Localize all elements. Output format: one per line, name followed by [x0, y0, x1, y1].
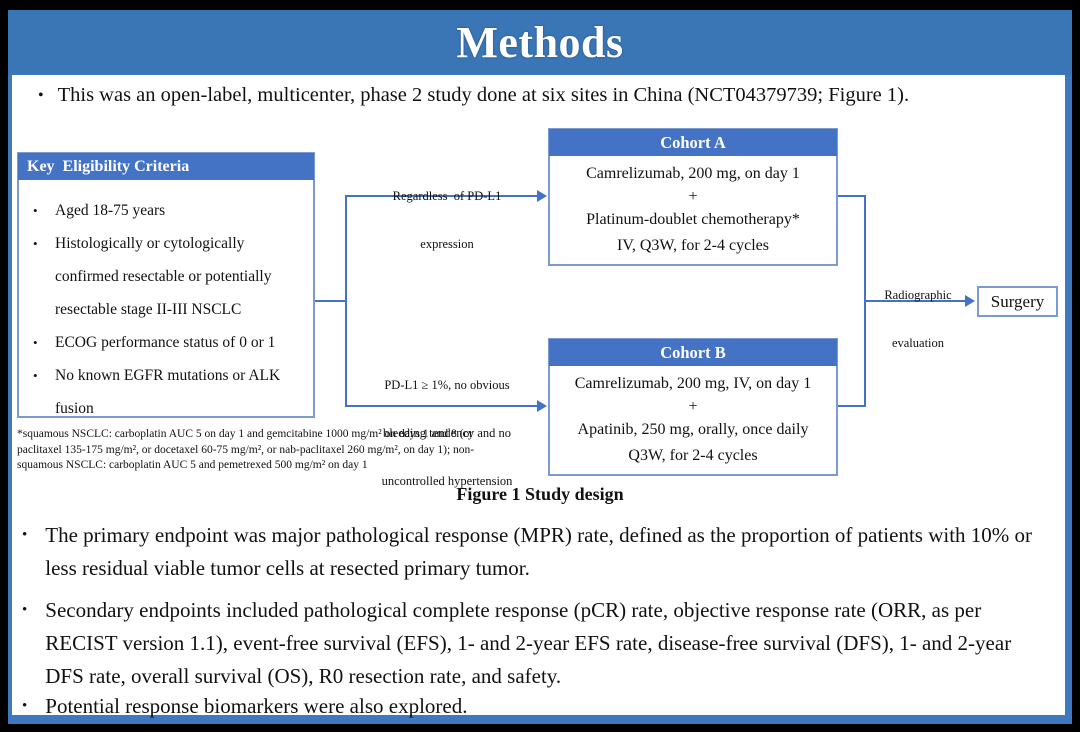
connector-branch-vertical — [345, 195, 347, 407]
footnote-line: paclitaxel 135-175 mg/m², or docetaxel 6… — [17, 443, 475, 456]
evaluation-label-line: Radiographic — [884, 288, 952, 302]
intro-bullet-text: This was an open-label, multicenter, pha… — [57, 84, 910, 106]
cohort-b-line: Camrelizumab, 200 mg, IV, on day 1 — [574, 375, 812, 392]
connector-cohort-b-out — [836, 405, 866, 407]
branch-label-line: expression — [420, 237, 474, 251]
cohort-a-line: Platinum-doublet chemotherapy* — [586, 211, 800, 228]
arrowhead-cohort-a-icon — [537, 190, 547, 202]
chemotherapy-footnote: *squamous NSCLC: carboplatin AUC 5 on da… — [17, 427, 549, 474]
plus-icon: + — [688, 398, 698, 415]
branch-label-line: bleeding tendency and no — [382, 426, 512, 440]
bullet-icon: • — [22, 527, 28, 543]
eligibility-item: Histologically or cytologically confirme… — [31, 227, 305, 326]
plus-icon: + — [688, 188, 698, 205]
cohort-b-line: Q3W, for 2-4 cycles — [628, 447, 758, 464]
cohort-a-line: IV, Q3W, for 2-4 cycles — [617, 237, 769, 254]
page-title: Methods — [456, 18, 624, 67]
eligibility-item: Aged 18-75 years — [31, 194, 305, 227]
cohort-b-box: Cohort B Camrelizumab, 200 mg, IV, on da… — [548, 338, 838, 476]
branch-label-line: PD-L1 ≥ 1%, no obvious — [384, 378, 510, 392]
evaluation-label-line: evaluation — [891, 336, 945, 350]
cohort-b-line: Apatinib, 250 mg, orally, once daily — [577, 421, 809, 438]
eligibility-list: Aged 18-75 years Histologically or cytol… — [19, 194, 313, 425]
bullet-icon: • — [22, 698, 28, 714]
biomarkers-bullet: • Potential response biomarkers were als… — [22, 690, 1044, 723]
cohort-b-body: Camrelizumab, 200 mg, IV, on day 1 + Apa… — [550, 366, 836, 469]
connector-to-cohort-b — [345, 405, 539, 407]
connector-to-surgery — [864, 300, 966, 302]
cohort-a-box: Cohort A Camrelizumab, 200 mg, on day 1 … — [548, 128, 838, 266]
footnote-line: *squamous NSCLC: carboplatin AUC 5 on da… — [17, 428, 474, 440]
eligibility-item: ECOG performance status of 0 or 1 — [31, 326, 305, 359]
secondary-endpoint-text: Secondary endpoints included pathologica… — [45, 598, 1012, 688]
primary-endpoint-bullet: • The primary endpoint was major patholo… — [22, 519, 1044, 585]
cohort-a-line: Camrelizumab, 200 mg, on day 1 — [586, 165, 800, 182]
title-banner: Methods — [8, 10, 1072, 75]
cohort-a-body: Camrelizumab, 200 mg, on day 1 + Platinu… — [550, 156, 836, 259]
arrowhead-surgery-icon — [965, 295, 975, 307]
eligibility-item: No known EGFR mutations or ALK fusion — [31, 359, 305, 425]
figure-caption: Figure 1 Study design — [456, 484, 624, 504]
branch-label-line: Regardless of PD-L1 — [392, 189, 502, 203]
branch-label-cohort-a: Regardless of PD-L1 expression — [352, 156, 542, 284]
connector-cohort-a-out — [836, 195, 866, 197]
intro-bullet: • This was an open-label, multicenter, p… — [38, 82, 1052, 109]
surgery-label: Surgery — [990, 291, 1045, 311]
cohort-b-header: Cohort B — [549, 339, 837, 366]
bullet-icon: • — [38, 87, 44, 104]
arrowhead-cohort-b-icon — [537, 400, 547, 412]
biomarkers-text: Potential response biomarkers were also … — [45, 694, 468, 718]
branch-label-line: uncontrolled hypertension — [381, 474, 513, 488]
secondary-endpoint-bullet: • Secondary endpoints included pathologi… — [22, 594, 1044, 693]
eligibility-box: Key Eligibility Criteria Aged 18-75 year… — [17, 152, 315, 418]
connector-eligibility-to-branch — [315, 300, 347, 302]
primary-endpoint-text: The primary endpoint was major pathologi… — [45, 523, 1033, 580]
radiographic-evaluation-label: Radiographic evaluation — [866, 255, 970, 383]
bullet-icon: • — [22, 602, 28, 618]
eligibility-header: Key Eligibility Criteria — [18, 153, 314, 180]
cohort-a-header: Cohort A — [549, 129, 837, 156]
surgery-box: Surgery — [977, 286, 1058, 317]
branch-label-cohort-b: PD-L1 ≥ 1%, no obvious bleeding tendency… — [350, 345, 544, 521]
connector-to-cohort-a — [345, 195, 539, 197]
footnote-line: squamous NSCLC: carboplatin AUC 5 and pe… — [17, 459, 368, 471]
